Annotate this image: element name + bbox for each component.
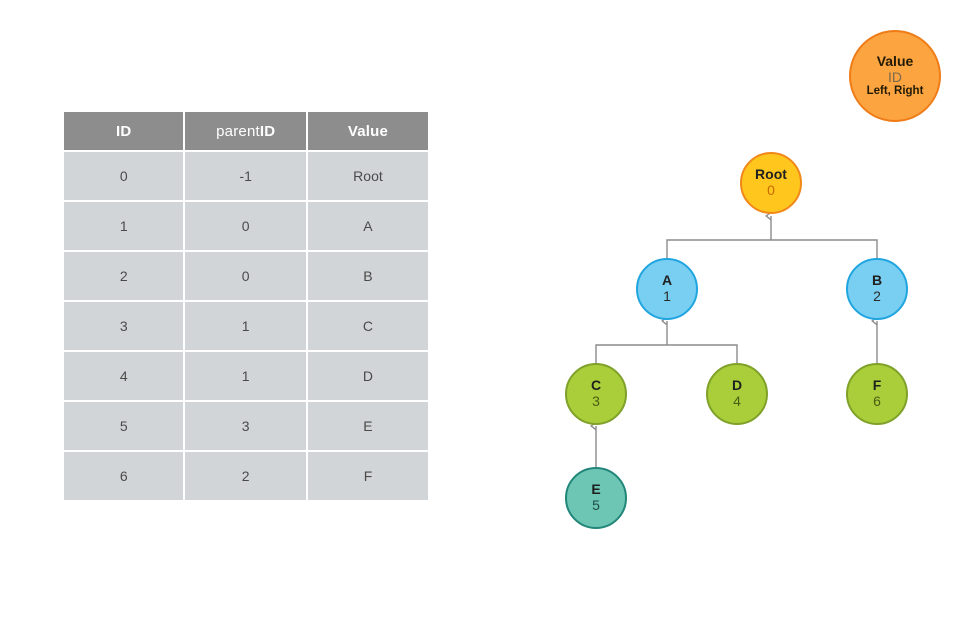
cell-value: D xyxy=(307,352,428,400)
tree-node-e-label: E xyxy=(591,481,601,498)
cell-value: Root xyxy=(307,152,428,200)
edge-d-to-a xyxy=(667,344,738,366)
table-row: 0 -1 Root xyxy=(64,152,428,200)
cell-value: C xyxy=(307,302,428,350)
tree-node-c-label: C xyxy=(590,377,602,394)
tree-node-d[interactable]: D 4 xyxy=(706,363,768,425)
column-header-parentid-prefix: parent xyxy=(216,122,260,140)
table-row: 1 0 A xyxy=(64,202,428,250)
column-header-value-text: Value xyxy=(347,122,389,140)
tree-node-root[interactable]: Root 0 xyxy=(740,152,802,214)
cell-value: E xyxy=(307,402,428,450)
tree-node-e[interactable]: E 5 xyxy=(565,467,627,529)
tree-node-f-number: 6 xyxy=(873,393,881,409)
column-header-parentid: parentID xyxy=(185,112,306,150)
tree-node-root-label: Root xyxy=(755,166,787,183)
cell-parentid: 0 xyxy=(185,252,306,300)
legend-node: Value ID Left, Right xyxy=(849,30,941,122)
tree-node-f[interactable]: F 6 xyxy=(846,363,908,425)
node-table: ID parentID Value 0 -1 Root 1 0 A 2 0 B … xyxy=(62,110,430,502)
tree-node-a-label: A xyxy=(661,272,673,289)
cell-id: 2 xyxy=(64,252,184,300)
edge-b-to-root xyxy=(771,239,878,262)
tree-node-e-number: 5 xyxy=(592,497,600,513)
cell-parentid: 2 xyxy=(185,452,306,500)
cell-id: 3 xyxy=(64,302,184,350)
cell-id: 6 xyxy=(64,452,184,500)
cell-id: 4 xyxy=(64,352,184,400)
column-header-id-text: ID xyxy=(116,122,132,140)
cell-parentid: 1 xyxy=(185,302,306,350)
cell-value: A xyxy=(307,202,428,250)
tree-node-root-number: 0 xyxy=(767,182,775,198)
tree-node-b-number: 2 xyxy=(873,288,881,304)
cell-value: F xyxy=(307,452,428,500)
tree-node-a-number: 1 xyxy=(663,288,671,304)
table-row: 6 2 F xyxy=(64,452,428,500)
legend-children-label: Left, Right xyxy=(866,85,924,98)
column-header-value: Value xyxy=(307,112,428,150)
edge-c-to-a xyxy=(595,344,667,366)
table-header-row: ID parentID Value xyxy=(64,112,428,150)
table-row: 3 1 C xyxy=(64,302,428,350)
tree-node-d-number: 4 xyxy=(733,393,741,409)
cell-parentid: -1 xyxy=(185,152,306,200)
legend-id-label: ID xyxy=(888,68,902,85)
tree-node-b-label: B xyxy=(871,272,883,289)
column-header-id: ID xyxy=(64,112,184,150)
edge-a-to-root xyxy=(666,239,771,262)
cell-parentid: 3 xyxy=(185,402,306,450)
cell-parentid: 1 xyxy=(185,352,306,400)
cell-id: 1 xyxy=(64,202,184,250)
cell-parentid: 0 xyxy=(185,202,306,250)
cell-id: 5 xyxy=(64,402,184,450)
table-body: 0 -1 Root 1 0 A 2 0 B 3 1 C 4 1 D 5 3 E xyxy=(64,152,428,500)
tree-node-a[interactable]: A 1 xyxy=(636,258,698,320)
cell-id: 0 xyxy=(64,152,184,200)
tree-node-c-number: 3 xyxy=(592,393,600,409)
table-row: 5 3 E xyxy=(64,402,428,450)
table-row: 4 1 D xyxy=(64,352,428,400)
tree-node-f-label: F xyxy=(872,377,882,394)
column-header-parentid-suffix: ID xyxy=(259,122,276,140)
tree-node-d-label: D xyxy=(731,377,743,394)
legend-value-label: Value xyxy=(876,52,914,69)
tree-node-c[interactable]: C 3 xyxy=(565,363,627,425)
tree-node-b[interactable]: B 2 xyxy=(846,258,908,320)
cell-value: B xyxy=(307,252,428,300)
table-row: 2 0 B xyxy=(64,252,428,300)
